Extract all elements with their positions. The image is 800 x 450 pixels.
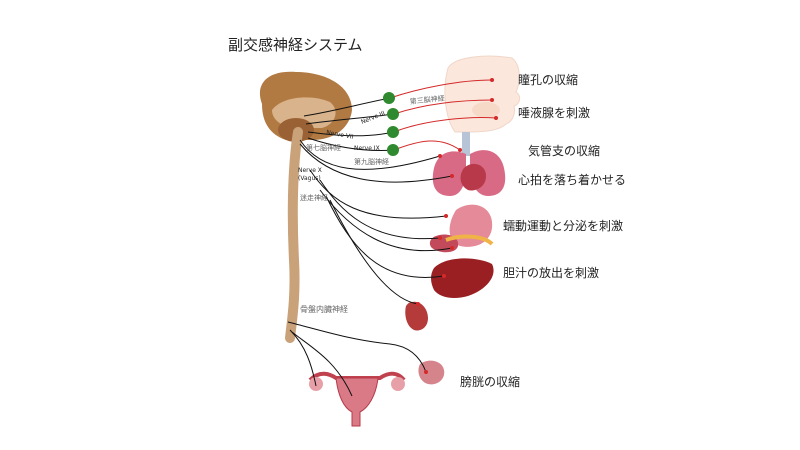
nerve-ix-label: Nerve IX [354, 145, 380, 152]
vagus-label: (Vagus) [298, 175, 321, 182]
ganglia [383, 92, 399, 156]
effect-pupil-constriction: 瞳孔の収縮 [518, 73, 579, 87]
effect-bronchial-constriction: 気管支の収縮 [528, 144, 601, 158]
salivary-gland-shape [472, 102, 500, 118]
third-cranial-nerve-label: 第三脳神経 [409, 93, 445, 106]
ciliary-ganglion [383, 92, 395, 104]
seventh-cranial-nerve-label: 第七脳神経 [306, 143, 341, 152]
postganglionic-fibres [389, 79, 497, 151]
pterygopalatine-ganglion [387, 108, 399, 120]
target-endpoints [416, 78, 498, 374]
vagus-nerve-jp-label: 迷走神経 [300, 193, 328, 202]
nerve-x-label: Nerve X [298, 167, 322, 174]
preganglionic-fibres [287, 97, 453, 397]
heart-shape [460, 163, 486, 191]
kidney-shape [405, 301, 428, 331]
bladder-shape [418, 360, 445, 385]
effect-peristalsis-secretion: 蠕動運動と分泌を刺激 [503, 219, 624, 233]
otic-ganglion [387, 144, 399, 156]
diagram-title: 副交感神経システム [228, 36, 363, 54]
nerve-vii-label: Nerve VII [326, 129, 354, 141]
spinal-cord [285, 127, 303, 343]
submandibular-ganglion [387, 126, 399, 138]
pelvic-splanchnic-nerve-label: 骨盤内臓神経 [300, 304, 348, 314]
stomach-illustration [429, 204, 494, 253]
effect-saliva-stimulation: 唾液腺を刺激 [518, 106, 591, 120]
effect-bladder-contraction: 膀胱の収縮 [460, 375, 521, 389]
ninth-cranial-nerve-label: 第九脳神経 [354, 157, 389, 166]
liver-shape [431, 258, 494, 298]
effect-heart-rate-slowing: 心拍を落ち着かせる [518, 173, 627, 187]
left-lung-shape [432, 151, 466, 196]
lungs-heart-illustration [432, 132, 506, 196]
nerve-iii-label: Nerve III [360, 110, 386, 126]
effect-bile-release: 胆汁の放出を刺激 [503, 266, 600, 280]
face-illustration [444, 55, 521, 133]
uterus-illustration [308, 371, 406, 427]
